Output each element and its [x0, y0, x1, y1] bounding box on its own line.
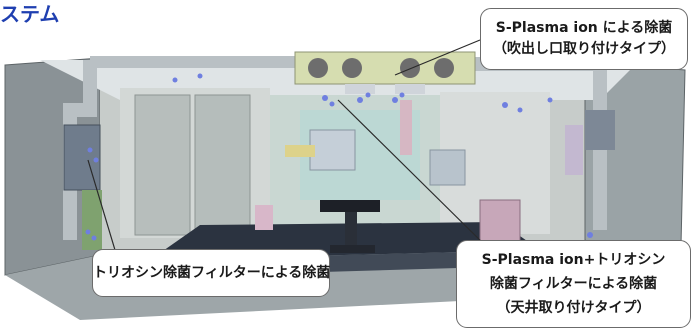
- callout-bottom-line2: 除菌フィルターによる除菌: [489, 276, 658, 292]
- callout-splasma-ceiling: S-Plasma ion+トリオシン 除菌フィルターによる除菌 （天井取り付けタ…: [456, 240, 691, 328]
- callout-left-line1: トリオシン除菌フィルターによる除菌: [93, 265, 331, 281]
- page-heading: ステム: [0, 2, 60, 26]
- callout-filter: トリオシン除菌フィルターによる除菌: [92, 249, 330, 297]
- callout-top-line1: S-Plasma ion による除菌: [495, 20, 673, 36]
- callout-splasma-outlet: S-Plasma ion による除菌 （吹出し口取り付けタイプ）: [480, 8, 688, 70]
- callout-top-line2: （吹出し口取り付けタイプ）: [493, 41, 675, 57]
- callout-bottom-line3: （天井取り付けタイプ）: [496, 300, 651, 316]
- surgical-equipment: [255, 100, 583, 246]
- ceiling-units: [294, 51, 476, 94]
- callout-bottom-line1: S-Plasma ion+トリオシン: [481, 252, 666, 268]
- callout-leaders: [87, 39, 491, 261]
